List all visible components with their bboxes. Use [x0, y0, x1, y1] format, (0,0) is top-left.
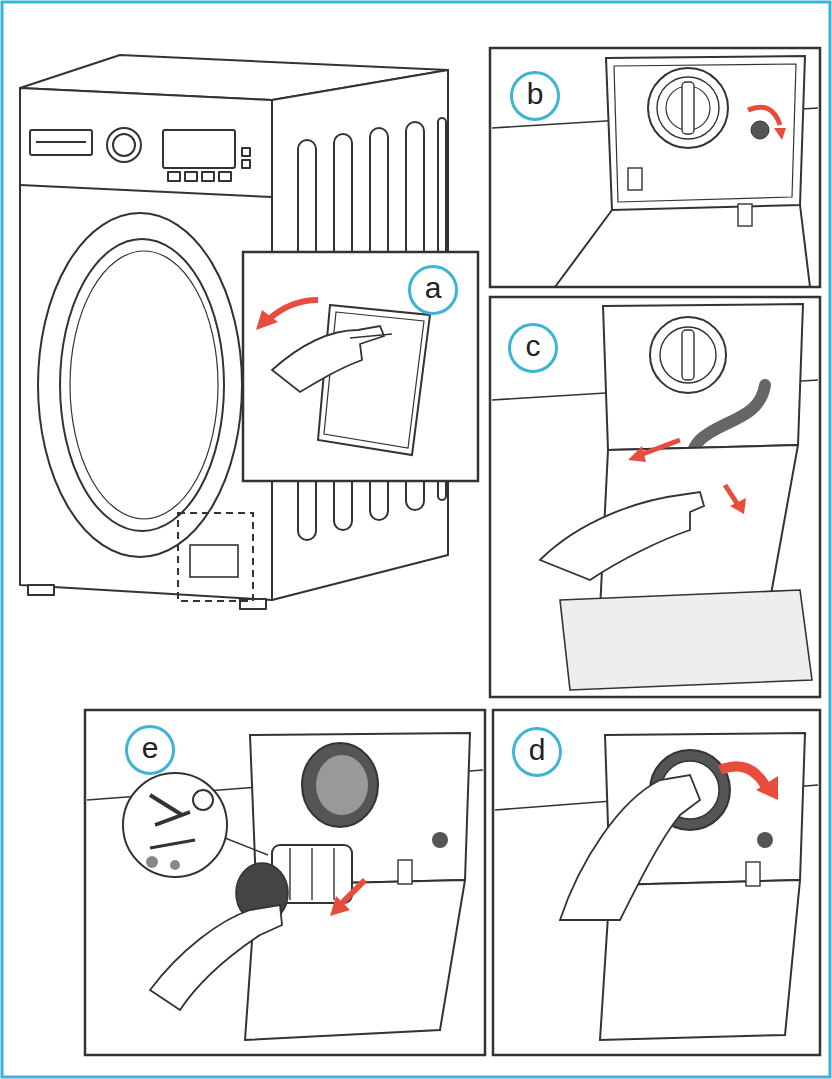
step-letter: c	[508, 331, 558, 361]
detail-marker	[178, 513, 253, 601]
panel-remove-hose-cap	[490, 48, 820, 287]
step-letter: d	[512, 735, 562, 765]
panel-remove-filter	[85, 710, 485, 1055]
inset-open-hatch	[243, 252, 478, 481]
filter-hatch	[190, 545, 238, 577]
step-letter-circle: c	[508, 323, 558, 373]
step-letter: a	[408, 273, 458, 303]
step-letter-circle: b	[510, 71, 560, 121]
step-letter: e	[125, 733, 175, 763]
step-letter-circle: a	[408, 265, 458, 315]
washing-machine	[20, 55, 448, 609]
step-letter-circle: d	[512, 727, 562, 777]
panel-drain-hose	[490, 297, 820, 697]
step-letter-circle: e	[125, 725, 175, 775]
step-letter: b	[510, 79, 560, 109]
panel-unscrew-filter	[493, 710, 820, 1055]
